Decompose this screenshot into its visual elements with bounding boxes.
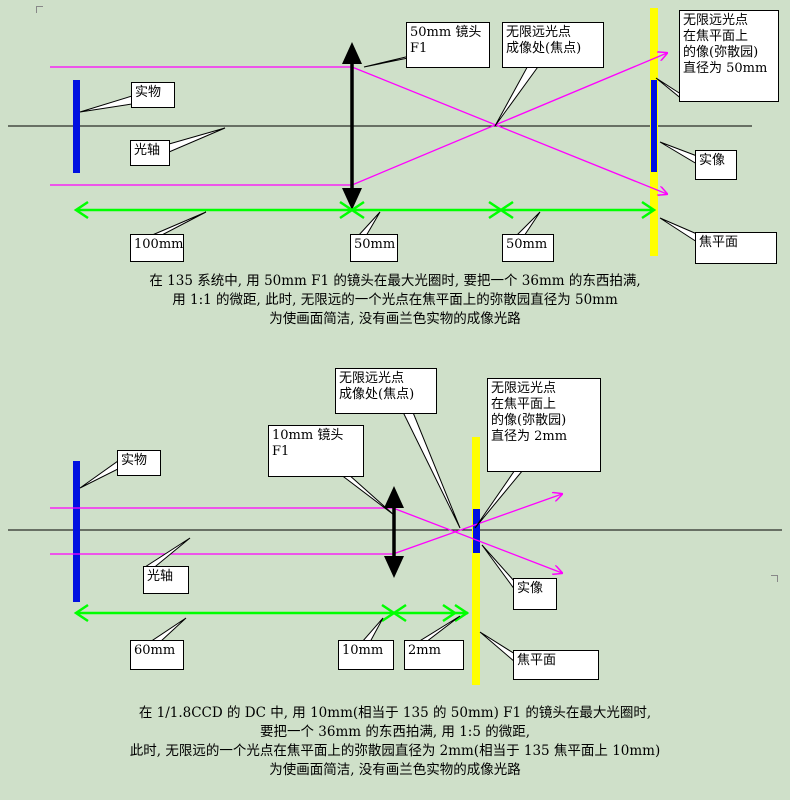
blur-circle-label-1: 无限远光点在焦平面上 的像(弥散园)直径为 50mm — [679, 10, 779, 102]
dim-label-2mm: 2mm — [404, 640, 464, 670]
blur-circle-label-2: 无限远光点在焦平面上 的像(弥散园)直径为 2mm — [487, 378, 601, 472]
image-label-2: 实像 — [513, 578, 557, 610]
object-label-1: 实物 — [131, 82, 175, 108]
focal-plane-label-1: 焦平面 — [695, 232, 777, 264]
rays-1 — [50, 53, 667, 194]
focus-label-1: 无限远光点成像处(焦点) — [502, 22, 604, 68]
corner-mark-mid-right — [771, 575, 778, 582]
caption-1: 在 135 系统中, 用 50mm F1 的镜头在最大光圈时, 要把一个 36m… — [149, 273, 641, 327]
image-label-1: 实像 — [695, 150, 737, 180]
dim-label-50mm-b: 50mm — [502, 234, 554, 262]
caption-2: 在 1/1.8CCD 的 DC 中, 用 10mm(相当于 135 的 50mm… — [129, 705, 661, 778]
object-bar-2 — [73, 461, 80, 602]
dimension-line-2 — [73, 603, 470, 623]
focal-plane-bar-2 — [472, 437, 480, 685]
focus-label-2: 无限远光点成像处(焦点) — [335, 368, 437, 414]
image-bar-2 — [473, 509, 480, 553]
axis-label-1: 光轴 — [130, 140, 170, 166]
lens-2 — [384, 486, 404, 578]
focal-plane-label-2: 焦平面 — [513, 650, 599, 680]
dim-label-10mm: 10mm — [338, 640, 394, 670]
object-bar-1 — [73, 80, 80, 173]
lens-1 — [342, 42, 362, 210]
dim-label-50mm-a: 50mm — [350, 234, 398, 262]
axis-label-2: 光轴 — [143, 566, 189, 594]
pointers-1 — [79, 55, 698, 243]
image-bar-1 — [651, 80, 657, 172]
object-label-2: 实物 — [117, 450, 161, 476]
dim-label-100mm: 100mm — [130, 234, 184, 262]
corner-mark-top-left — [36, 6, 43, 13]
dimension-line-1 — [73, 200, 657, 220]
diagram-1 — [8, 8, 752, 256]
rays-2 — [50, 494, 562, 573]
dim-label-60mm: 60mm — [130, 640, 184, 670]
